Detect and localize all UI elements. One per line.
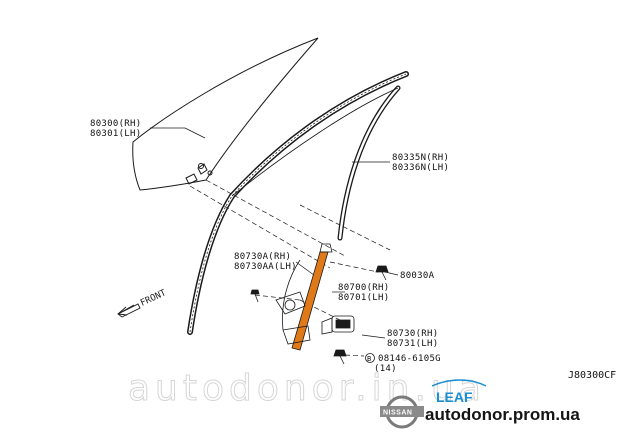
fasteners [250, 265, 389, 365]
label-glass-lh: 80301(LH) [90, 129, 141, 139]
assembly-guides [189, 179, 391, 357]
label-regulator-rh: 80700(RH) [338, 283, 389, 293]
front-arrow-icon [117, 303, 141, 318]
door-glass [132, 37, 319, 191]
label-motor-lh: 80731(LH) [387, 339, 438, 349]
site-url: autodonor.prom.ua [425, 405, 580, 424]
leaf-logo: LEAF [431, 379, 487, 405]
front-label: FRONT [139, 288, 168, 309]
leader-lines [150, 127, 399, 339]
regulator-motor [321, 315, 355, 335]
label-bolt-lh: 80730AA(LH) [234, 262, 297, 272]
fastener-marker-circle [365, 353, 375, 363]
window-regulator [275, 243, 333, 351]
label-regulator-lh: 80701(LH) [338, 293, 389, 303]
label-fastener-code: 08146-6105G [378, 354, 441, 364]
label-bolt-rh: 80730A(RH) [234, 252, 291, 262]
label-sash-lh: 80336N(LH) [392, 163, 449, 173]
label-sash-rh: 80335N(RH) [392, 153, 449, 163]
nissan-logo: NISSAN [380, 395, 424, 429]
fastener-marker: B [367, 355, 372, 363]
watermark-text: autodonor.in.ua [128, 368, 486, 409]
nissan-logo-text: NISSAN [383, 410, 412, 417]
door-sash [187, 71, 409, 335]
label-motor-rh: 80730(RH) [387, 329, 438, 339]
label-screw: 80030A [400, 271, 435, 281]
label-glass-rh: 80300(RH) [90, 119, 141, 129]
label-fastener-qty: (14) [374, 364, 397, 374]
diagram-code: J80300CF [568, 370, 616, 381]
leaf-logo-text: LEAF [436, 389, 473, 405]
